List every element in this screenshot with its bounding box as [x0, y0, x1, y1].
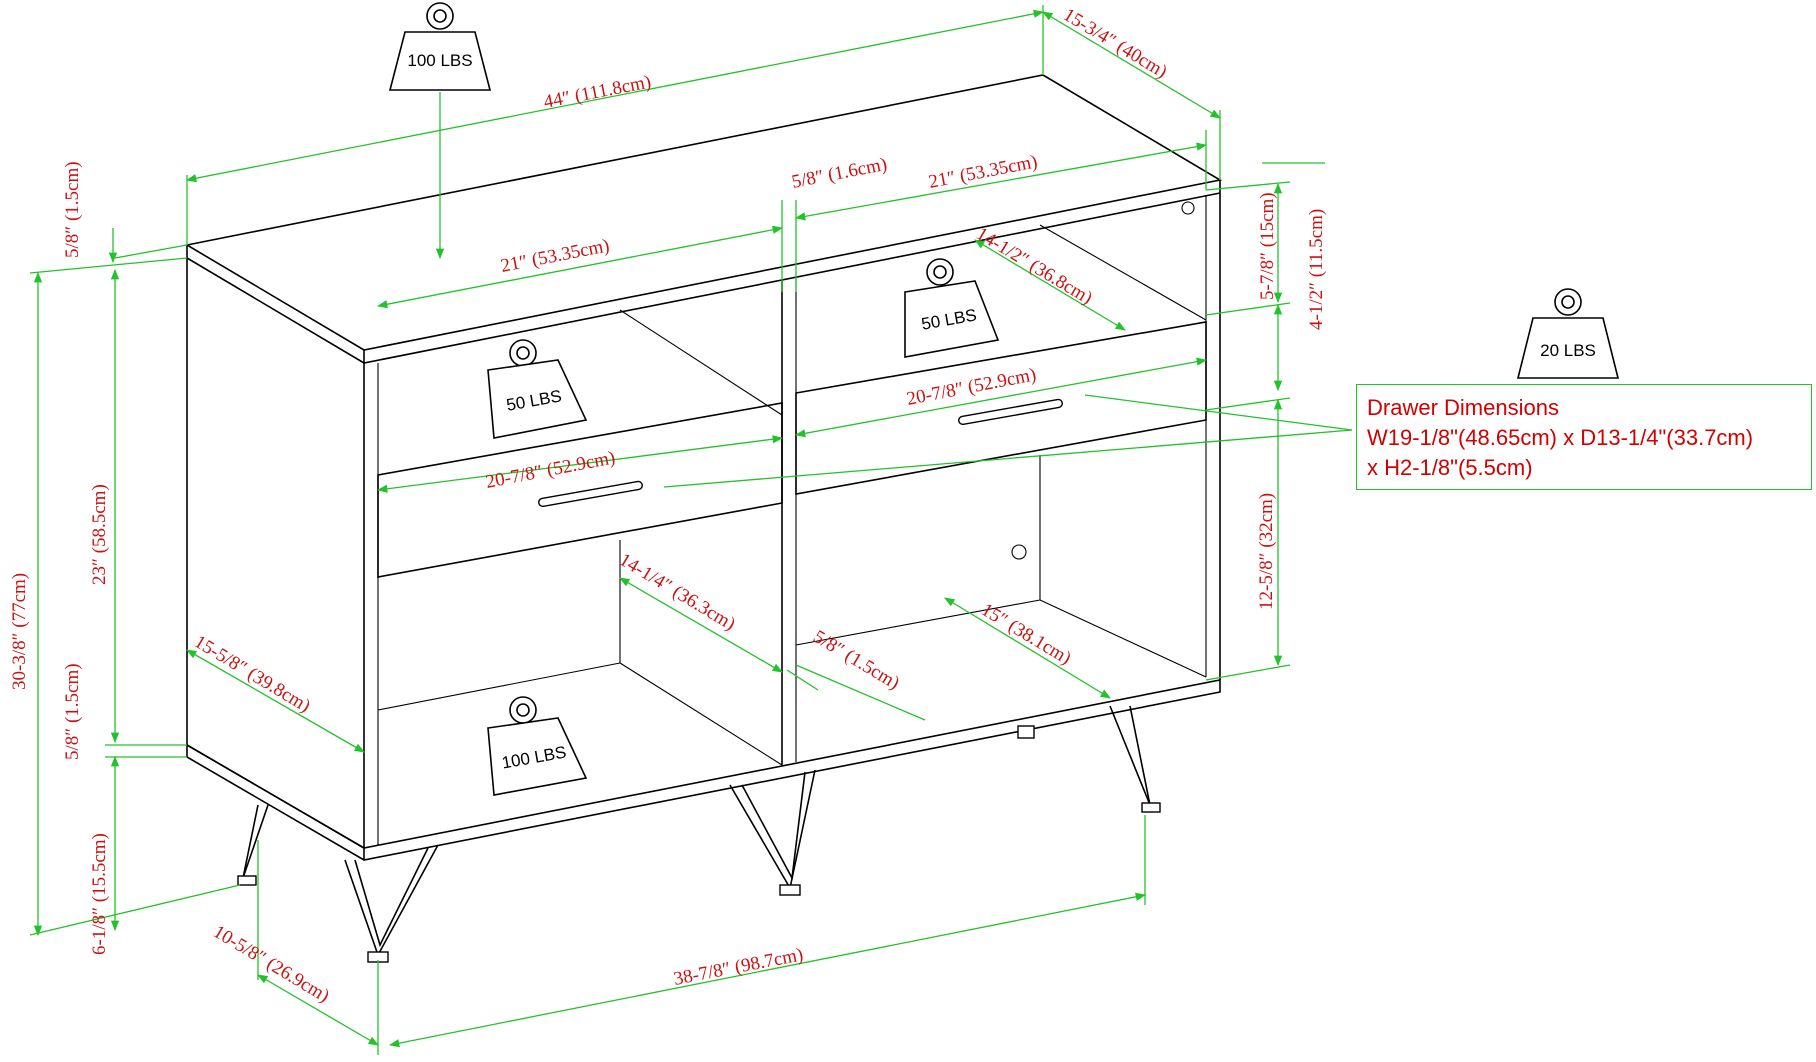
dim-side-depth: 15-5/8″ (39.8cm)	[190, 631, 313, 717]
dim-overall-width: 44″ (111.8cm)	[542, 72, 653, 113]
dimension-labels: 44″ (111.8cm) 15-3/4″ (40cm) 5/8″ (1.5cm…	[9, 4, 1327, 1007]
dim-right-opening: 4-1/2″ (11.5cm)	[1306, 209, 1327, 330]
drawer-dimensions-callout: Drawer Dimensions W19-1/8"(48.65cm) x D1…	[1356, 384, 1812, 490]
dim-lower-divider: 5/8″ (1.5cm)	[809, 626, 903, 694]
weight-icon-shelf-left: 50 LBS	[487, 339, 588, 439]
dim-leg-span: 38-7/8″ (98.7cm)	[672, 944, 805, 990]
weight-icon-drawer: 20 LBS	[1516, 288, 1620, 379]
dim-top-thickness: 5/8″ (1.5cm)	[62, 161, 83, 258]
dim-leg-depth: 10-5/8″ (26.9cm)	[209, 921, 332, 1007]
cabinet-bottom	[186, 679, 1221, 861]
cable-hole	[1011, 544, 1027, 560]
left-drawer	[377, 402, 783, 578]
dimension-lines	[29, 5, 1353, 1055]
weight-icon-bottom: 100 LBS	[487, 696, 588, 796]
dim-overall-height: 30-3/8″ (77cm)	[9, 573, 30, 690]
dim-bottom-thickness: 5/8″ (1.5cm)	[62, 663, 83, 760]
weight-label-drawer: 20 LBS	[1540, 341, 1596, 360]
cabinet	[184, 74, 1223, 963]
left-drawer-handle	[538, 480, 643, 508]
dim-upper-opening: 5-7/8″ (15cm)	[1257, 192, 1278, 300]
weight-label-top: 100 LBS	[407, 51, 472, 70]
dim-lower-left-depth: 14-1/4″ (36.3cm)	[615, 549, 738, 635]
legs	[237, 705, 1161, 963]
weight-icon-top: 100 LBS	[388, 2, 492, 91]
weight-icon-shelf-right: 50 LBS	[904, 258, 1000, 358]
right-drawer	[795, 321, 1207, 495]
dim-body-height: 23″ (58.5cm)	[89, 484, 110, 585]
dim-divider: 5/8″ (1.6cm)	[790, 154, 889, 193]
dim-lower-opening: 12-5/8″ (32cm)	[1256, 493, 1277, 610]
dim-left-width: 21″ (53.35cm)	[499, 235, 611, 277]
dim-leg-height: 6-1/8″ (15.5cm)	[89, 833, 110, 955]
dim-right-shelf-depth: 14-1/2″ (36.8cm)	[972, 223, 1095, 309]
cabinet-top	[184, 74, 1223, 351]
callout-line-2: W19-1/8"(48.65cm) x D13-1/4"(33.7cm)	[1367, 425, 1754, 450]
dim-left-drawer-width: 20-7/8″ (52.9cm)	[484, 447, 617, 493]
dim-right-width: 21″ (53.35cm)	[927, 151, 1039, 193]
callout-line-3: x H2-1/8"(5.5cm)	[1367, 455, 1533, 480]
callout-title: Drawer Dimensions	[1367, 395, 1559, 420]
dim-overall-depth: 15-3/4″ (40cm)	[1059, 4, 1170, 82]
